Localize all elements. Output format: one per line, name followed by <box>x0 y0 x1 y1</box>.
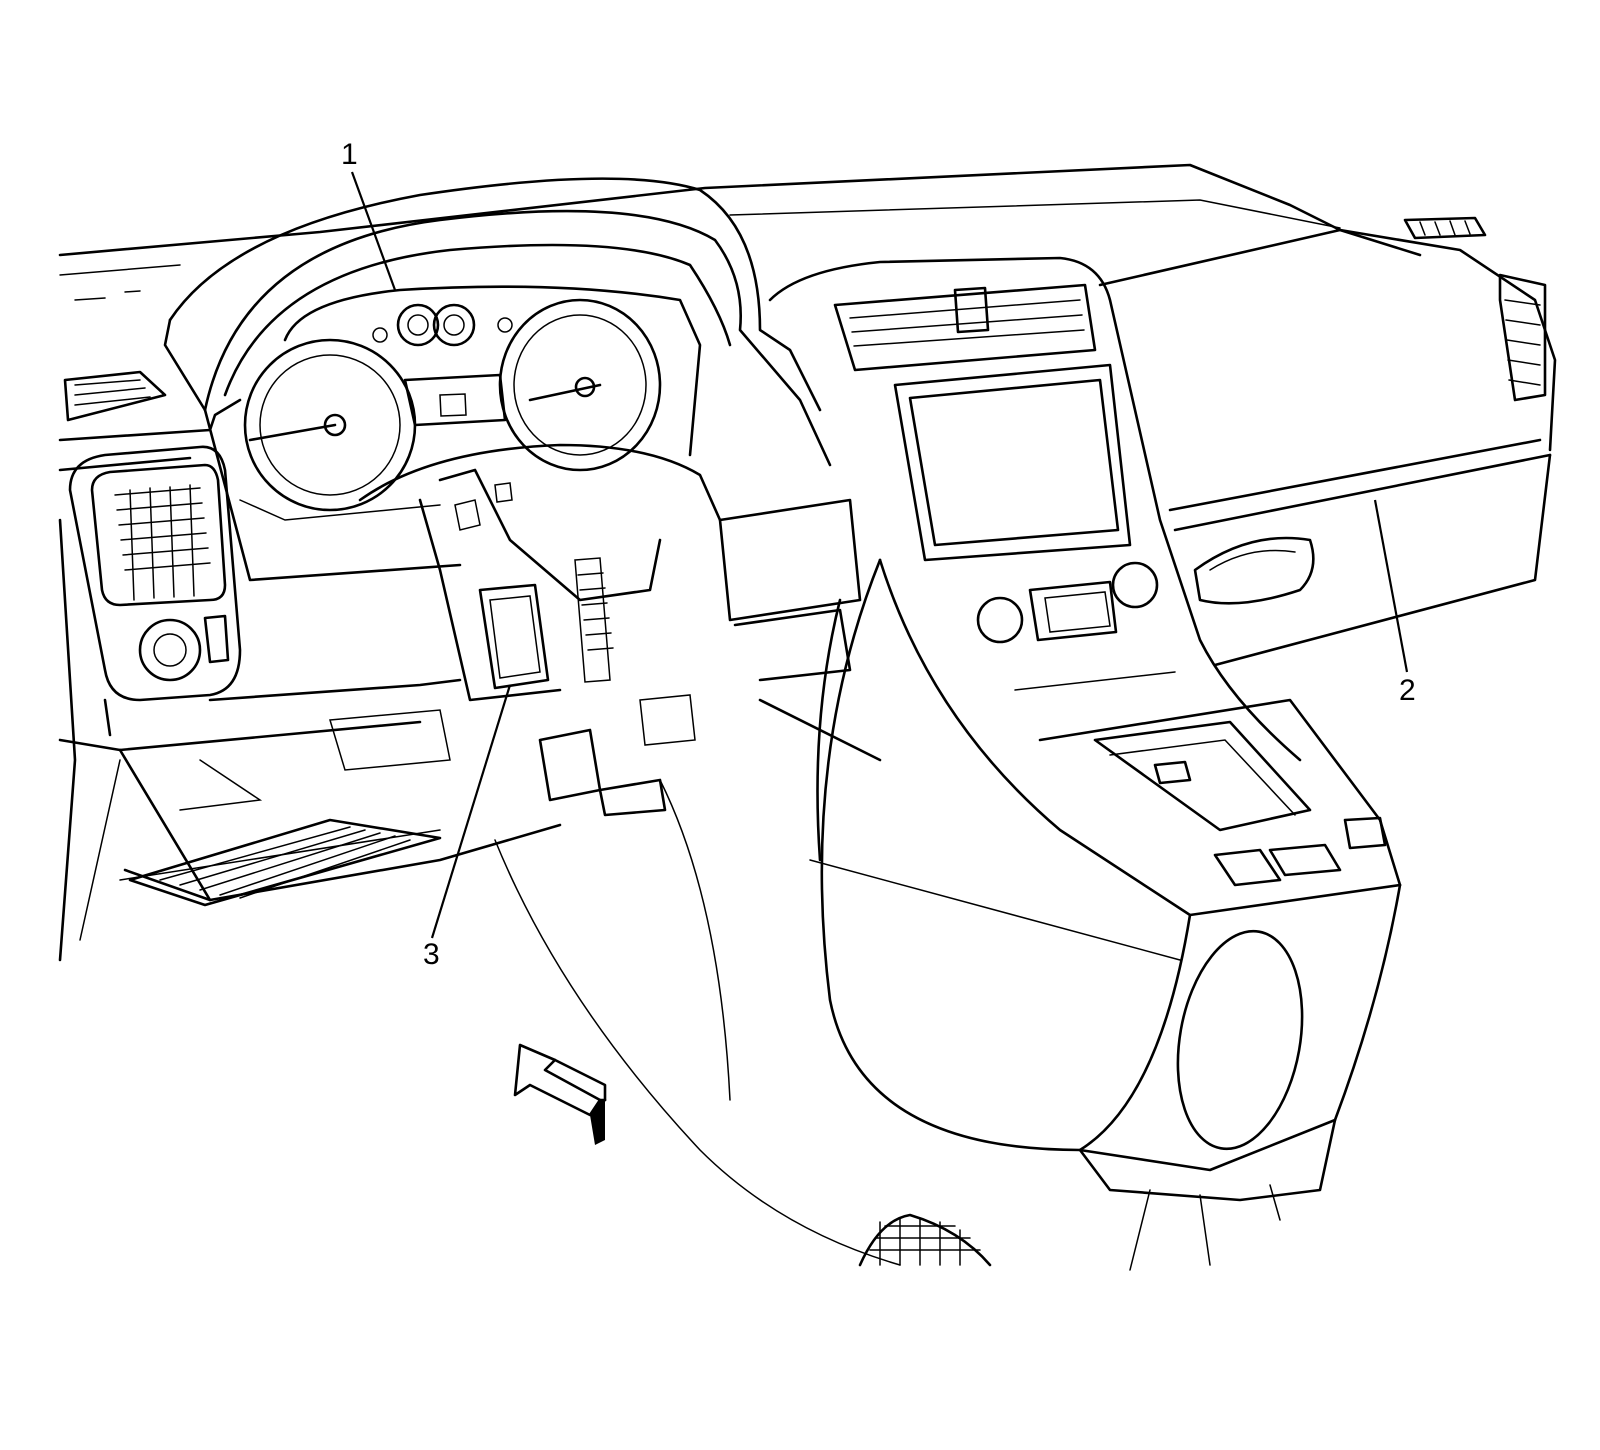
instrument-cluster <box>243 285 702 512</box>
callout-3: 3 <box>423 938 440 971</box>
leader-line-3 <box>430 684 512 939</box>
front-direction-arrow-icon <box>513 1043 607 1145</box>
passenger-dash <box>1098 216 1557 667</box>
leader-lines <box>350 171 1409 939</box>
callout-2: 2 <box>1399 674 1416 707</box>
steering-column-area <box>358 443 862 817</box>
console-side <box>494 558 1181 1267</box>
leader-line-1 <box>350 171 397 291</box>
cluster-hood <box>163 177 832 582</box>
center-stack <box>768 256 1402 1271</box>
driver-left-dash <box>58 370 422 962</box>
callout-1: 1 <box>341 138 358 171</box>
leader-line-2 <box>1373 499 1409 673</box>
lower-driver-trim <box>118 678 562 907</box>
